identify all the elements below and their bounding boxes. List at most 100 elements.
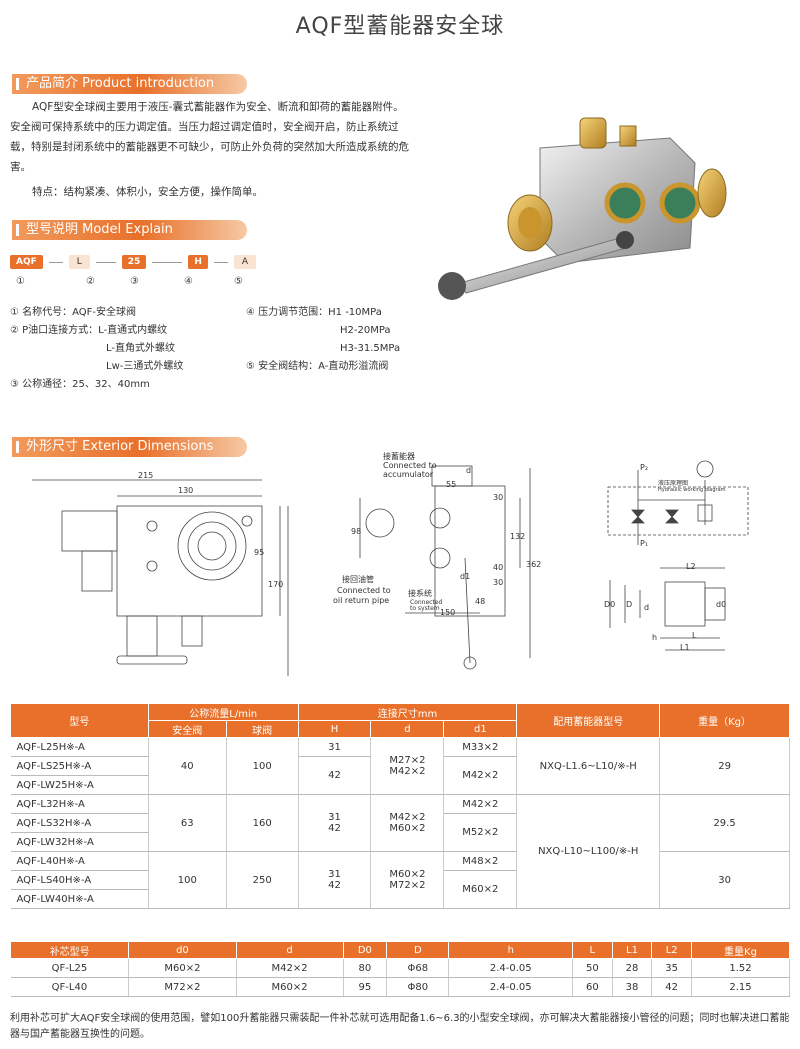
cell-d1: M52×2 <box>443 813 518 852</box>
table-row: AQF-LW32H※-A <box>10 832 790 852</box>
cell-H-line: 42 <box>328 823 341 834</box>
cell-d-line: M27×2 <box>389 755 426 766</box>
th-ball: 球阀 <box>225 720 299 738</box>
th-D0: D0 <box>342 941 388 959</box>
cell: 1.52 <box>691 958 791 978</box>
th-weight: 重量（Kg） <box>659 703 790 738</box>
cell: 2.4-0.05 <box>448 977 574 997</box>
code-num: ② <box>86 276 95 287</box>
cell: M60×2 <box>128 958 237 978</box>
label-ret-en2: oil return pipe <box>333 596 390 605</box>
cell-model: AQF-L40H※-A <box>10 851 149 871</box>
th-L1: L1 <box>611 941 653 959</box>
label-p2: P₂ <box>640 463 649 472</box>
cell-weight: 30 <box>659 851 790 909</box>
cell-d-line: M60×2 <box>389 823 426 834</box>
code-num: ⑤ <box>234 276 243 287</box>
label-p1: P₁ <box>640 539 649 548</box>
cell: M72×2 <box>128 977 237 997</box>
cell-H: 42 <box>298 756 372 795</box>
code-l: L <box>68 255 90 269</box>
cell-d1: M42×2 <box>443 756 518 795</box>
table-row: QF-L25 M60×2 M42×2 80 Φ68 2.4-0.05 50 28… <box>10 958 791 978</box>
adapter-table: 补芯型号 d0 d D0 D h L L1 L2 重量Kg QF-L25 M60… <box>9 941 791 997</box>
th-D: D <box>386 941 450 959</box>
cell: Φ68 <box>386 958 450 978</box>
th-safety: 安全阀 <box>147 720 227 738</box>
label-acc-en1: Connected to <box>383 461 437 470</box>
th-d: d <box>235 941 344 959</box>
cell: 35 <box>651 958 692 978</box>
section-intro-header: 产品简介 Product introduction <box>12 74 247 94</box>
product-image <box>438 117 727 300</box>
table-row: AQF-LS25H※-A 42 M42×2 <box>10 756 790 795</box>
label-sys-en1: Connected <box>410 599 443 606</box>
dim-130: 130 <box>178 486 194 495</box>
th-d1: d1 <box>443 720 518 738</box>
cell-model: AQF-LW40H※-A <box>10 889 149 909</box>
cell: 60 <box>572 977 613 997</box>
dim-h: h <box>652 633 658 642</box>
cell-H-line: 31 <box>328 812 341 823</box>
dim-55: 55 <box>446 480 457 489</box>
label-hyd-en: Hydraulic working diagram <box>658 487 726 493</box>
cell-ball: 250 <box>226 851 299 909</box>
th-flow: 公称流量L/min <box>147 703 299 721</box>
cell-H-line: 31 <box>328 869 341 880</box>
dim-215: 215 <box>138 471 154 480</box>
label-ret-cn: 接回油管 <box>342 575 374 584</box>
dim-L1: L1 <box>680 643 690 652</box>
cell-model: AQF-LW32H※-A <box>10 832 149 852</box>
th-d0: d0 <box>128 941 237 959</box>
cell: M42×2 <box>236 958 344 978</box>
cell-model: AQF-LW25H※-A <box>10 775 149 795</box>
label-ret-en1: Connected to <box>337 586 391 595</box>
table-row: AQF-LW25H※-A <box>10 775 790 795</box>
dim-362: 362 <box>526 560 542 569</box>
front-view-drawing <box>32 479 289 676</box>
th-adapter-model: 补芯型号 <box>9 941 130 959</box>
cell: 28 <box>612 958 653 978</box>
cell: 50 <box>572 958 613 978</box>
page-title: AQF型蓄能器安全球 <box>295 14 505 39</box>
dim-d: d <box>644 603 650 612</box>
cell-model: AQF-L25H※-A <box>10 737 149 757</box>
model-code-row: AQF L 25 H A <box>10 255 257 269</box>
code-dash <box>213 261 228 263</box>
dim-d0: d0 <box>716 600 727 609</box>
explain-line: ④ 压力调节范围：H1 -10MPa <box>246 307 382 318</box>
cell-weight: 29 <box>659 737 790 795</box>
dim-132: 132 <box>510 532 526 541</box>
label-acc-cn: 接蓄能器 <box>383 452 415 461</box>
cell-d1: M48×2 <box>443 851 518 871</box>
cell-d-line: M72×2 <box>389 880 426 891</box>
cell: M60×2 <box>236 977 344 997</box>
cell: 38 <box>612 977 653 997</box>
code-dash <box>48 261 63 263</box>
label-hyd-cn: 液压原理图 <box>658 480 689 487</box>
cell-H: 31 <box>298 737 372 757</box>
code-num: ① <box>16 276 25 287</box>
dim-40: 40 <box>493 563 504 572</box>
model-explain-right: ④ 压力调节范围：H1 -10MPa H2-20MPa H3-31.5MPa ⑤… <box>246 304 400 376</box>
dim-30b: 30 <box>493 578 504 587</box>
cell-safety: 63 <box>148 794 227 852</box>
cell-d1: M33×2 <box>443 737 518 757</box>
th-conn: 连接尺寸mm <box>297 703 518 721</box>
th-d: d <box>370 720 445 738</box>
cell-d-line: M42×2 <box>389 812 426 823</box>
cell-d1: M60×2 <box>443 870 518 909</box>
cell-d1: M42×2 <box>443 794 518 814</box>
th-weight: 重量Kg <box>690 941 791 959</box>
features-text: 特点：结构紧凑、体积小，安全方便，操作简单。 <box>32 186 263 198</box>
cell-model: AQF-LS32H※-A <box>10 813 149 833</box>
code-dash <box>152 261 183 263</box>
explain-line: ① 名称代号：AQF-安全球阀 <box>10 307 137 318</box>
code-a: A <box>233 255 257 269</box>
cell-acc: NXQ-L10~L100/※-H <box>516 794 661 909</box>
section-dims-header: 外形尺寸 Exterior Dimensions <box>12 437 247 457</box>
